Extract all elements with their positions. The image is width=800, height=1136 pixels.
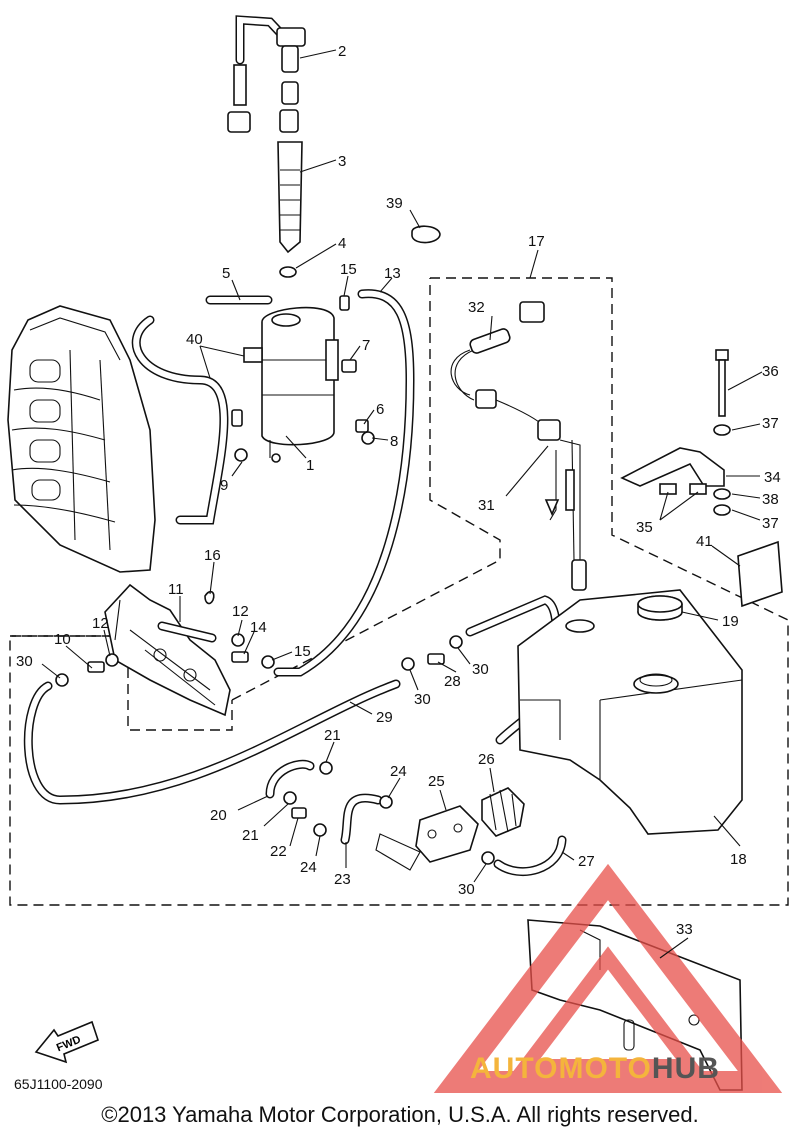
callout-37a: 37 — [762, 415, 779, 432]
callout-27: 27 — [578, 853, 595, 870]
callout-16: 16 — [204, 547, 221, 564]
callout-31: 31 — [478, 497, 495, 514]
callout-19: 19 — [722, 613, 739, 630]
hose-29 — [23, 679, 401, 805]
callout-5: 5 — [222, 265, 230, 282]
callout-2: 2 — [338, 43, 346, 60]
fuel-pump — [375, 805, 479, 871]
callout-18: 18 — [730, 851, 747, 868]
callout-30a: 30 — [16, 653, 33, 670]
callout-12b: 12 — [232, 603, 249, 620]
hose-5 — [131, 295, 273, 525]
callout-11: 11 — [168, 581, 184, 598]
callout-35: 35 — [636, 519, 653, 536]
group-box-left — [10, 278, 501, 731]
callout-9: 9 — [220, 477, 228, 494]
part-code: 65J1100-2090 — [14, 1076, 103, 1092]
callout-32: 32 — [468, 299, 485, 316]
wiring-harness — [450, 301, 587, 591]
callout-13: 13 — [384, 265, 401, 282]
callout-29: 29 — [376, 709, 393, 726]
hose-23 — [340, 793, 383, 845]
hose-20 — [265, 759, 315, 799]
callout-15a: 15 — [340, 261, 357, 278]
fuel-tank — [517, 589, 743, 835]
callout-41: 41 — [696, 533, 713, 550]
callout-20: 20 — [210, 807, 227, 824]
fuel-sender-assembly — [227, 15, 306, 278]
clip-39 — [411, 225, 441, 244]
callout-6: 6 — [376, 401, 384, 418]
callouts: 1 2 3 4 5 6 7 8 9 10 11 12 12 — [16, 43, 781, 959]
callout-30d: 30 — [458, 881, 475, 898]
hose-27 — [493, 835, 567, 877]
callout-10: 10 — [54, 631, 71, 648]
bolt-36 — [713, 349, 731, 516]
bracket-34 — [620, 447, 725, 495]
callout-30b: 30 — [472, 661, 489, 678]
callout-38: 38 — [762, 491, 779, 508]
callout-15b: 15 — [294, 643, 311, 660]
fuel-filter — [481, 787, 525, 837]
watermark-part2: HUB — [651, 1052, 720, 1085]
callout-37b: 37 — [762, 515, 779, 532]
vapor-separator-tank — [243, 306, 339, 463]
callout-21b: 21 — [242, 827, 259, 844]
hose-clips — [55, 633, 495, 865]
callout-7: 7 — [362, 337, 370, 354]
callout-8: 8 — [390, 433, 398, 450]
callout-4: 4 — [338, 235, 346, 252]
callout-22: 22 — [270, 843, 287, 860]
engine-bracket-illustration — [104, 583, 231, 717]
callout-1: 1 — [306, 457, 314, 474]
callout-24a: 24 — [390, 763, 407, 780]
callout-34: 34 — [764, 469, 781, 486]
callout-3: 3 — [338, 153, 346, 170]
small-fittings — [204, 295, 375, 605]
callout-33: 33 — [676, 921, 693, 938]
callout-12a: 12 — [92, 615, 109, 632]
callout-39: 39 — [386, 195, 403, 212]
label-41 — [737, 540, 783, 608]
callout-25: 25 — [428, 773, 445, 790]
copyright-notice: ©2013 Yamaha Motor Corporation, U.S.A. A… — [101, 1102, 699, 1127]
callout-36: 36 — [762, 363, 779, 380]
callout-14: 14 — [250, 619, 267, 636]
hose-13 — [273, 289, 415, 677]
fwd-arrow: FWD — [34, 1020, 99, 1064]
watermark-logo — [433, 863, 783, 1093]
callout-17: 17 — [528, 233, 545, 250]
watermark-part1: AUTOMOTO — [470, 1052, 652, 1085]
group-box-17 — [9, 277, 789, 906]
engine-cover-illustration — [7, 305, 156, 573]
hose-11 — [157, 621, 217, 643]
callout-28: 28 — [444, 673, 461, 690]
callout-21a: 21 — [324, 727, 341, 744]
callout-30c: 30 — [414, 691, 431, 708]
callout-26: 26 — [478, 751, 495, 768]
fuel-cap — [637, 595, 683, 621]
callout-40: 40 — [186, 331, 203, 348]
watermark-text: AUTOMOTOHUB — [470, 1052, 720, 1086]
callout-23: 23 — [334, 871, 351, 888]
callout-24b: 24 — [300, 859, 317, 876]
